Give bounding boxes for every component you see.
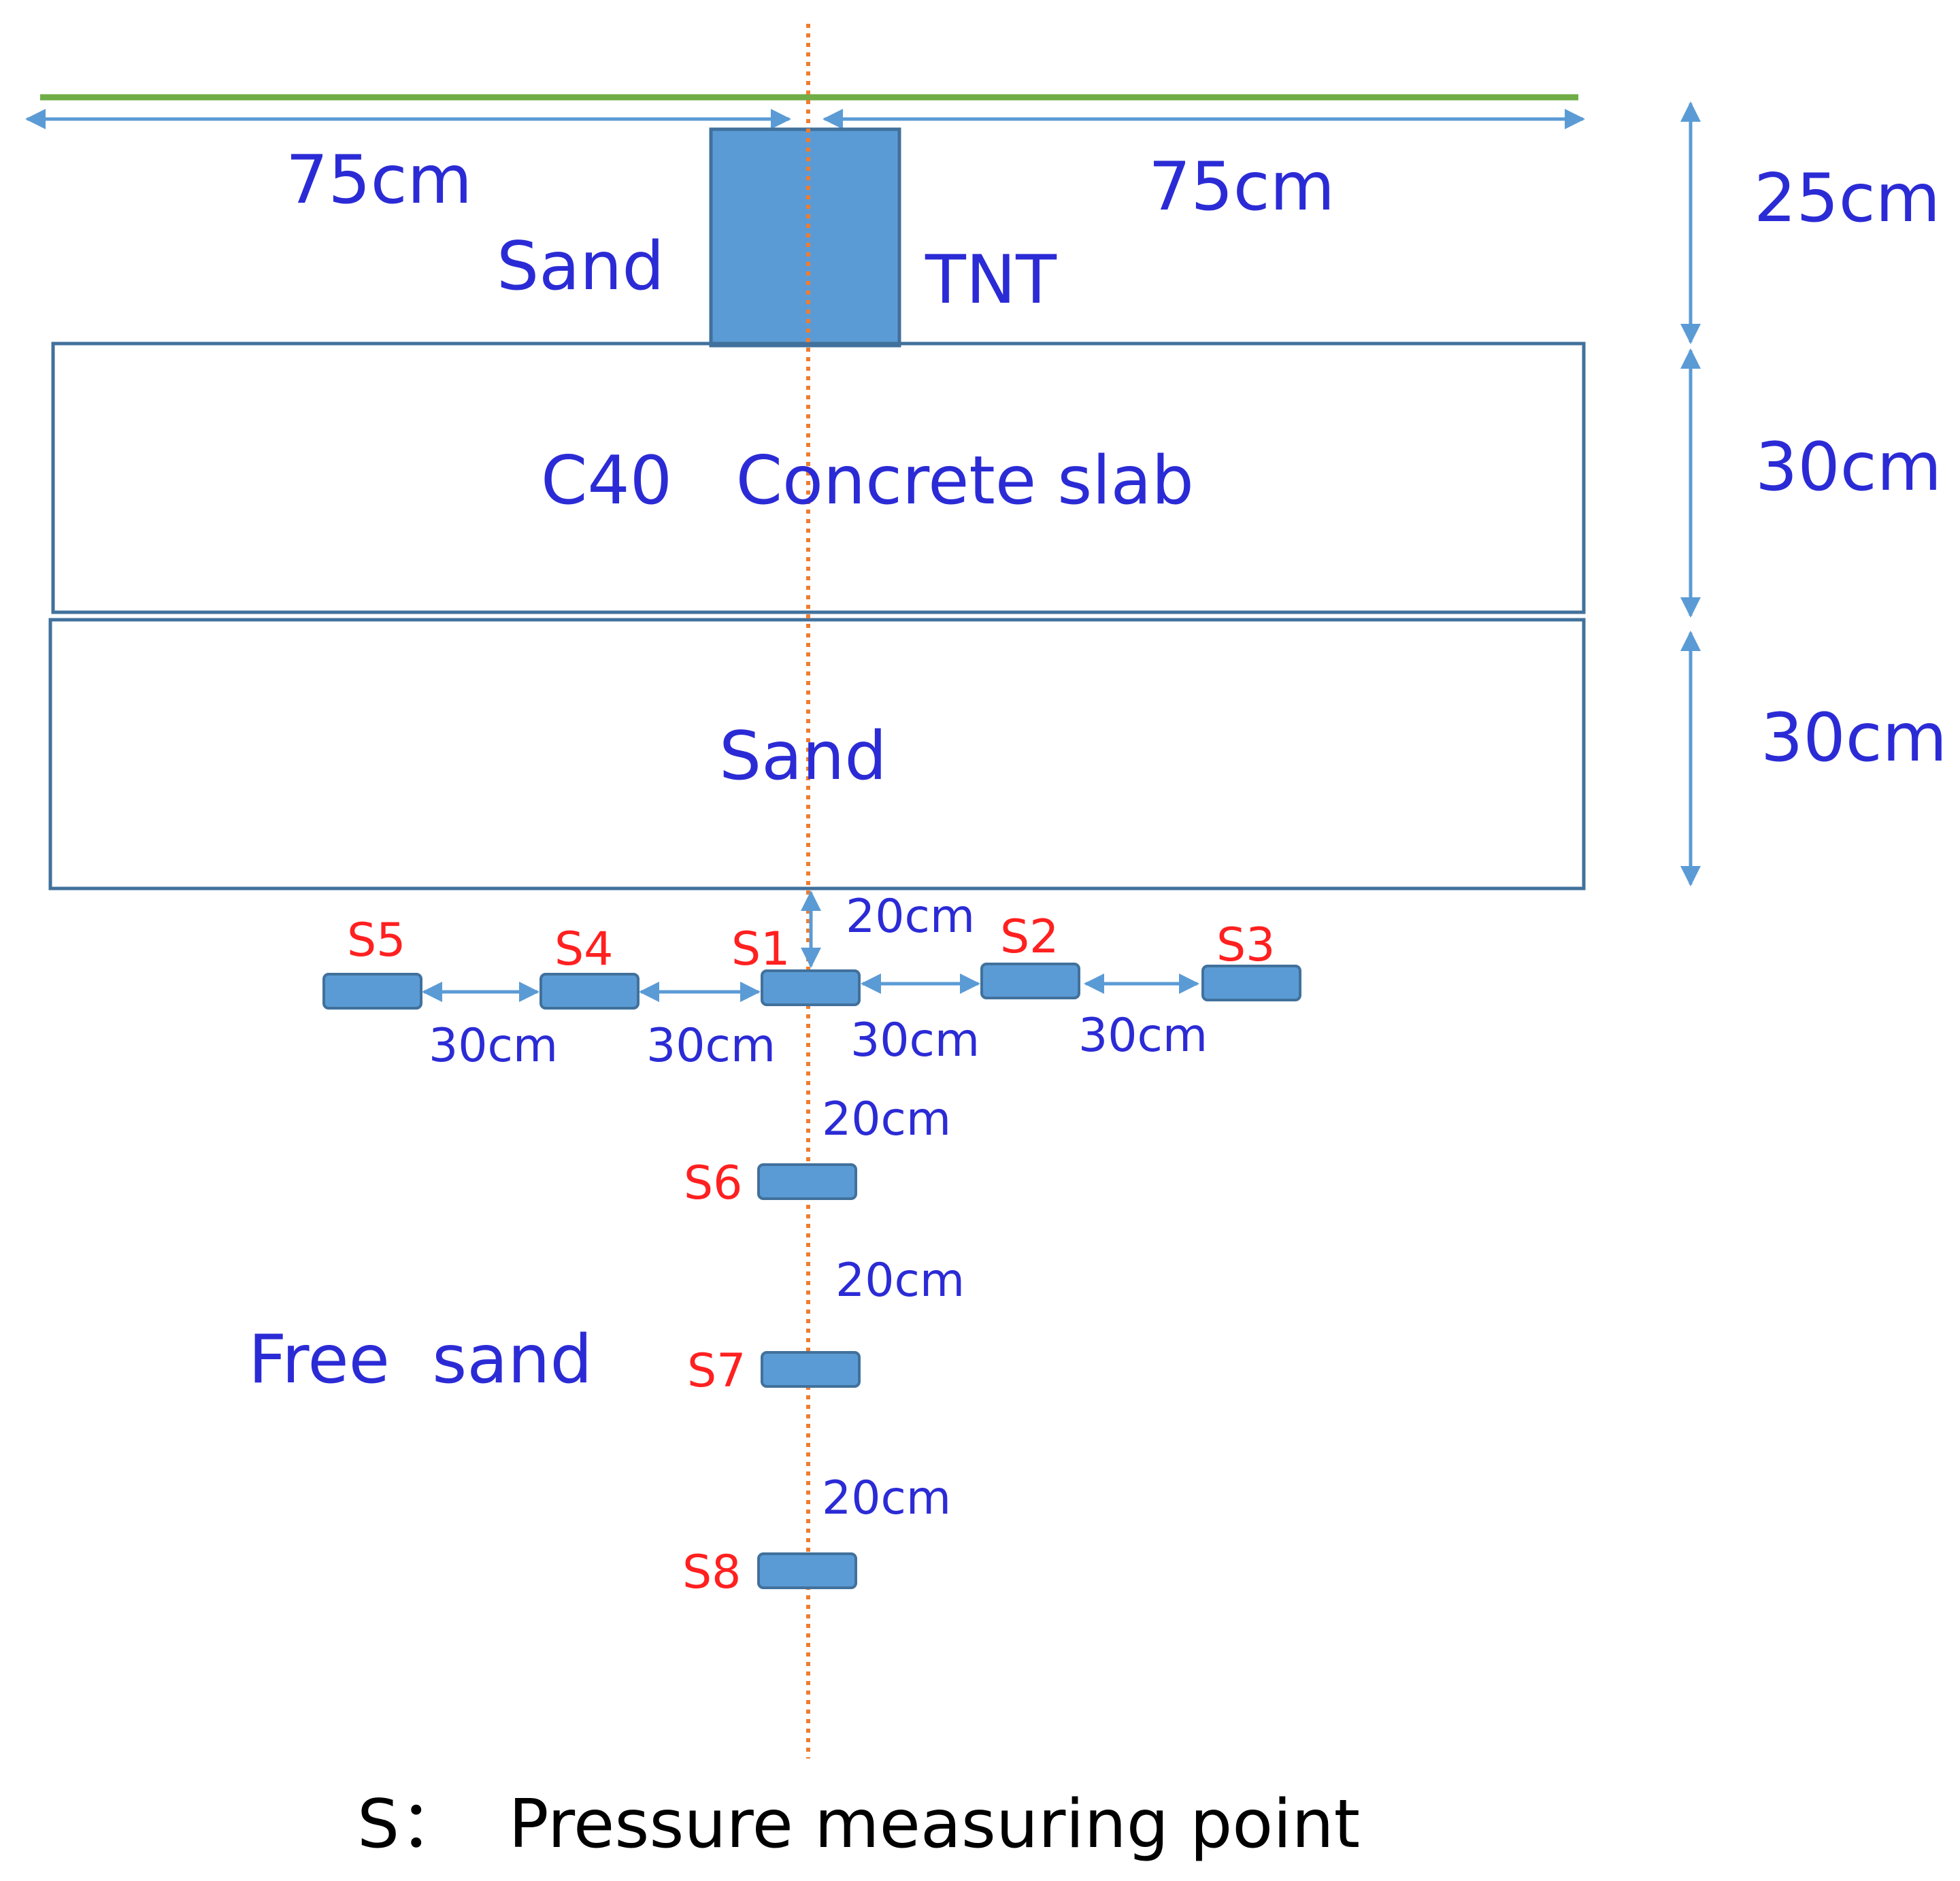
sensor-s5 (322, 973, 422, 1010)
sensor-s6-label: S6 (684, 1156, 742, 1210)
sand-layer-label: Sand (719, 718, 887, 795)
sand-layer-thickness-label: 30cm (1761, 699, 1947, 777)
sensor-s1-label: S1 (731, 922, 790, 976)
slab-thickness-label: 30cm (1755, 429, 1942, 506)
sensor-s3 (1201, 965, 1301, 1001)
sensor-s3-label: S3 (1216, 918, 1275, 972)
s6-s7-spacing-label: 20cm (835, 1254, 965, 1308)
sensor-s6 (757, 1163, 857, 1200)
tnt-label: TNT (925, 242, 1057, 319)
sensor-s7-label: S7 (687, 1344, 746, 1398)
sensor-s8-label: S8 (682, 1546, 741, 1599)
sand-layer (48, 618, 1586, 890)
s1-s2-spacing-label: 30cm (850, 1014, 980, 1067)
free-sand-label: Free sand (248, 1321, 593, 1399)
s7-s8-spacing-label: 20cm (822, 1471, 951, 1525)
sensor-s1 (761, 969, 861, 1006)
s1-s6-spacing-label: 20cm (822, 1093, 951, 1146)
tnt-charge (709, 127, 901, 348)
sensor-s2-label: S2 (1000, 910, 1059, 964)
sensor-s4-label: S4 (554, 922, 613, 976)
sensor-s8 (757, 1552, 857, 1589)
sensor-s5-label: S5 (347, 914, 405, 967)
left-width-label: 75cm (286, 142, 472, 219)
sensor-s7 (761, 1351, 861, 1388)
sand-top-label: Sand (497, 228, 665, 305)
slab-label: C40 Concrete slab (541, 442, 1194, 520)
right-width-label: 75cm (1148, 148, 1335, 226)
s4-s1-spacing-label: 30cm (646, 1019, 776, 1073)
concrete-slab (51, 342, 1586, 614)
s2-s3-spacing-label: 30cm (1078, 1009, 1208, 1063)
legend-label: S： Pressure measuring point (357, 1786, 1360, 1863)
sensor-s2 (980, 963, 1080, 999)
s5-s4-spacing-label: 30cm (429, 1019, 558, 1073)
sensor-s4 (539, 973, 640, 1010)
top-gap-label: 20cm (846, 890, 975, 944)
depth-top-label: 25cm (1754, 160, 1940, 237)
